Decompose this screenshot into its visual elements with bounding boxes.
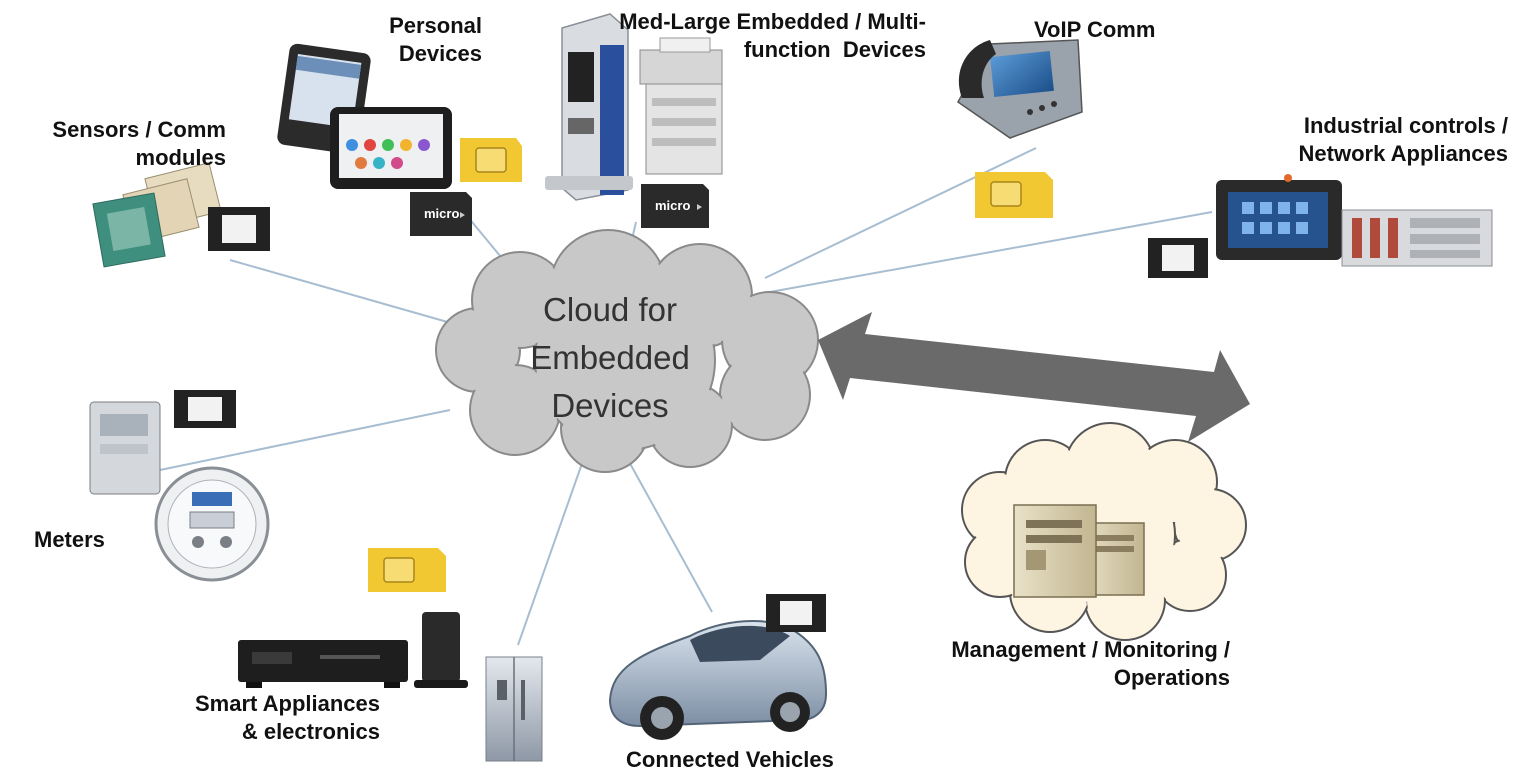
connector-meters bbox=[159, 409, 451, 471]
comm-module-icon bbox=[92, 162, 222, 268]
industrial-panel-icon bbox=[1216, 174, 1342, 260]
central-cloud-label-line: Embedded bbox=[530, 339, 690, 376]
sim-card-icon bbox=[460, 138, 522, 182]
sim-card-icon bbox=[975, 172, 1053, 218]
sim-card-icon bbox=[368, 548, 446, 592]
tablet-icon bbox=[277, 43, 452, 189]
label-med-large-devices: Med-Large Embedded / Multi- function Dev… bbox=[619, 9, 926, 62]
memory-chip-icon bbox=[174, 390, 236, 428]
electric-meter-icon bbox=[89, 401, 161, 495]
label-industrial-controls: Industrial controls / Network Appliances bbox=[1298, 113, 1508, 166]
connector-sensors bbox=[229, 259, 459, 326]
central-cloud-label-line: Cloud for bbox=[543, 291, 677, 328]
printer-icon bbox=[639, 37, 723, 175]
label-meters: Meters bbox=[34, 527, 105, 552]
connector-industrial bbox=[769, 211, 1213, 293]
connector-smart bbox=[517, 454, 586, 646]
label-sensors-modules: Sensors / Comm modules bbox=[52, 117, 226, 170]
voip-phone-icon bbox=[957, 39, 1083, 139]
label-personal-devices: Personal Devices bbox=[389, 13, 482, 66]
label-connected-vehicles: Connected Vehicles bbox=[626, 747, 834, 772]
connector-voip bbox=[764, 147, 1037, 279]
central-cloud bbox=[435, 229, 819, 473]
server-icon bbox=[1013, 504, 1145, 598]
connector-vehicles bbox=[626, 457, 713, 613]
network-rack-icon bbox=[1341, 209, 1493, 267]
kiosk-icon bbox=[545, 13, 633, 201]
label-management: Management / Monitoring / Operations bbox=[951, 637, 1230, 690]
micro-sd-icon: micro bbox=[641, 184, 709, 228]
label-voip-comm: VoIP Comm bbox=[1034, 17, 1156, 42]
refrigerator-icon bbox=[485, 656, 543, 762]
memory-chip-icon bbox=[208, 207, 270, 251]
memory-chip-icon bbox=[766, 594, 826, 632]
label-smart-appliances: Smart Appliances & electronics bbox=[194, 691, 380, 744]
micro-sd-label: micro bbox=[655, 198, 690, 213]
micro-sd-label: micro bbox=[424, 206, 459, 221]
micro-sd-icon: micro bbox=[410, 192, 472, 236]
set-top-box-icon bbox=[238, 640, 408, 688]
connector-lines bbox=[159, 147, 1213, 646]
bidirectional-arrow bbox=[818, 312, 1250, 442]
central-cloud-label-line: Devices bbox=[551, 387, 669, 424]
router-icon bbox=[414, 612, 468, 688]
memory-chip-icon bbox=[1148, 238, 1208, 278]
smart-meter-icon bbox=[154, 466, 270, 582]
car-icon bbox=[608, 620, 828, 740]
